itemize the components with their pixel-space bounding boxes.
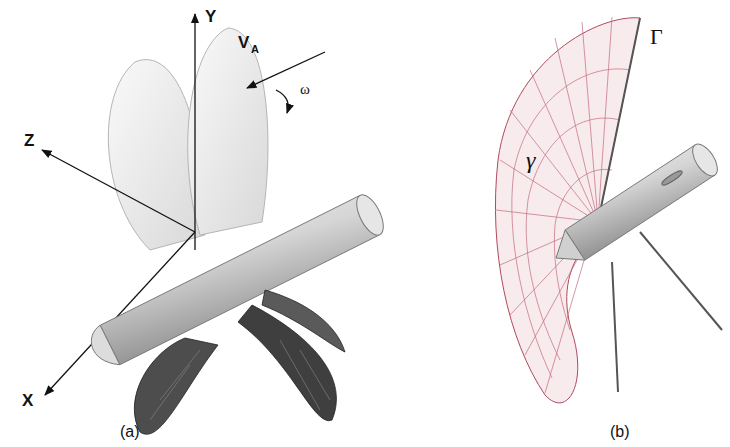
- axis-label: Y: [205, 8, 216, 25]
- upper-blades: [108, 28, 268, 250]
- rotation-label: ω: [300, 82, 310, 97]
- circulation-label: Γ: [650, 26, 663, 48]
- panel-label: (b): [610, 424, 630, 440]
- velocity-subscript: A: [251, 44, 259, 55]
- rotation-arrow: [276, 90, 288, 113]
- velocity-label: V: [238, 34, 249, 51]
- inflow-arrow: [247, 52, 325, 88]
- axis-label: X: [22, 392, 33, 409]
- blade-lines: [612, 232, 722, 392]
- hub: [556, 140, 722, 260]
- lower-blades: [134, 290, 345, 434]
- vortex-sheet-label: γ: [526, 148, 535, 172]
- panel-label: (a): [120, 424, 140, 440]
- hub: [91, 191, 388, 365]
- axis-label: Z: [24, 132, 34, 149]
